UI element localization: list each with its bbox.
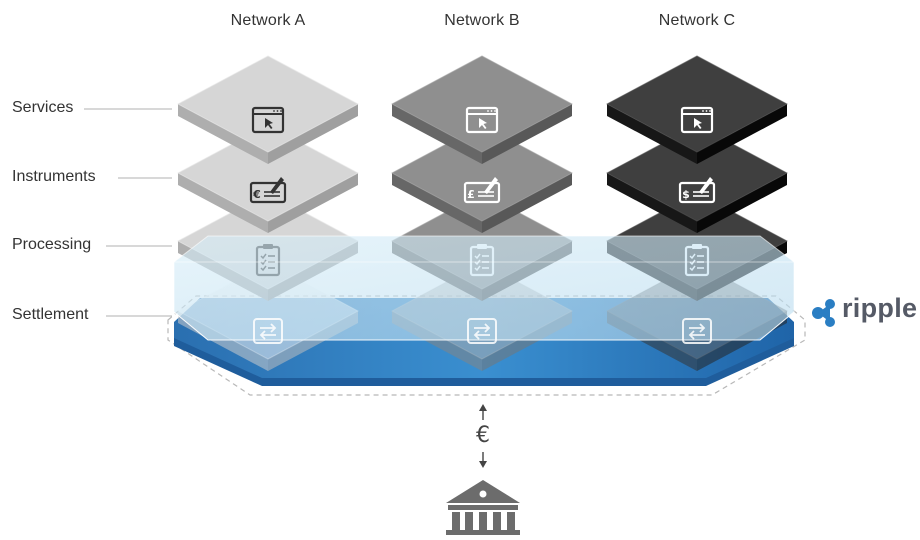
layer-label-settlement: Settlement xyxy=(12,306,89,323)
browser-window-icon xyxy=(680,106,714,134)
settlement-glass-layer xyxy=(173,235,795,341)
network-c-services-tile xyxy=(605,55,789,164)
funding-flow-arrows xyxy=(479,404,487,468)
network-b-title: Network B xyxy=(444,12,520,29)
network-b-instruments-tile: £ xyxy=(390,124,574,233)
euro-currency-symbol: € xyxy=(476,423,490,448)
browser-window-icon xyxy=(465,106,499,134)
check-signature-icon: £ xyxy=(463,177,501,204)
svg-text:£: £ xyxy=(467,188,475,201)
network-c-instruments-tile: $ xyxy=(605,124,789,233)
exchange-arrows-icon xyxy=(253,318,283,344)
network-c-title: Network C xyxy=(658,12,736,29)
exchange-arrows-icon xyxy=(682,318,712,344)
network-a-title: Network A xyxy=(230,12,306,29)
network-b-services-tile xyxy=(390,55,574,164)
ripple-brand-text: ripple xyxy=(842,293,918,323)
svg-text:$: $ xyxy=(682,188,690,201)
check-signature-icon: € xyxy=(249,177,287,204)
exchange-arrows-icon xyxy=(467,318,497,344)
layer-label-processing: Processing xyxy=(12,236,92,253)
bank-building-icon xyxy=(446,480,520,535)
layer-label-instruments: Instruments xyxy=(12,168,96,185)
layer-label-services: Services xyxy=(12,99,74,116)
ripple-logo-icon xyxy=(812,299,835,327)
network-a-instruments-tile: € xyxy=(176,124,360,233)
check-signature-icon: $ xyxy=(678,177,716,204)
svg-text:€: € xyxy=(252,188,261,201)
browser-window-icon xyxy=(251,106,285,134)
network-a-services-tile xyxy=(176,55,360,164)
